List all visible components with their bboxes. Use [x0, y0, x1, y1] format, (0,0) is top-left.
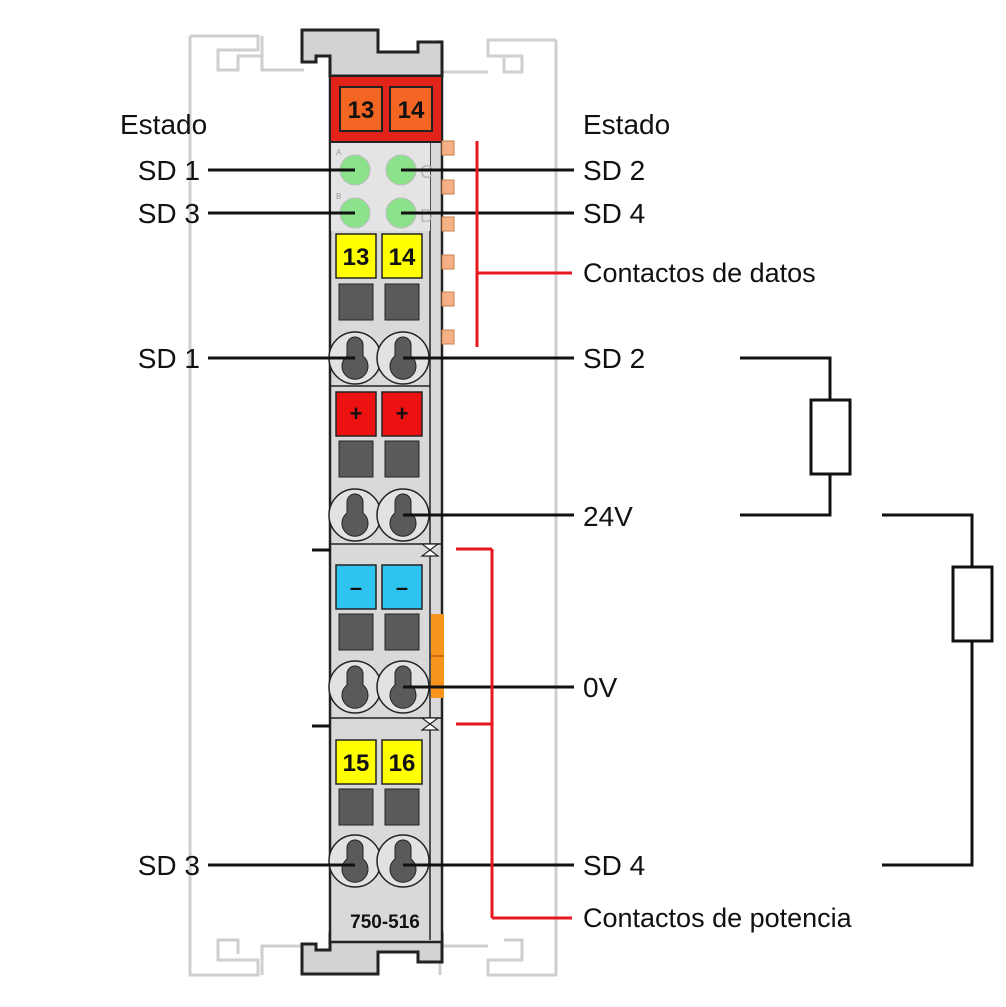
clamp-row3: [328, 660, 430, 714]
slot4-marker-left: [335, 739, 377, 785]
data-contacts-label: Contactos de datos: [583, 258, 816, 288]
led-label-sd4: SD 4: [583, 198, 645, 229]
plus-marker-left: [335, 391, 377, 437]
load-schematic-lower: [882, 513, 994, 867]
plus-marker-right: [381, 391, 423, 437]
top-marker-left: [339, 86, 383, 132]
data-contacts-bracket: [475, 141, 572, 347]
power-contacts-bracket: [456, 547, 572, 920]
data-contact-tabs: [441, 140, 455, 345]
end-clip-top: [300, 28, 444, 78]
clamp-label-sd1: SD 1: [138, 343, 200, 374]
slot4-right-label: 16: [389, 750, 416, 777]
clamp-label-0v: 0V: [583, 672, 618, 703]
clamp-row4: [328, 834, 430, 888]
leader-lines: [208, 168, 574, 867]
minus-left-label: –: [350, 575, 362, 600]
status-label-right: Estado: [583, 109, 670, 140]
load-schematic-upper: [740, 356, 852, 517]
top-marker-left-label: 13: [348, 97, 375, 124]
plus-left-label: +: [350, 401, 363, 426]
led-letter-c: C: [420, 162, 433, 182]
model-number: 750-516: [350, 912, 420, 933]
status-label-left: Estado: [120, 109, 207, 140]
clamp-label-24v: 24V: [583, 501, 633, 532]
slot1-left-label: 13: [343, 244, 370, 271]
power-jumper-symbol-bottom: [420, 717, 440, 731]
led-label-sd1: SD 1: [138, 155, 200, 186]
slot1-right-label: 14: [389, 244, 416, 271]
power-contacts-label: Contactos de potencia: [583, 903, 853, 933]
plus-right-label: +: [396, 401, 409, 426]
slot3-release-right: [384, 613, 420, 651]
slot4-release-left: [338, 788, 374, 826]
led-letter-d: D: [420, 206, 433, 226]
slot1-release-right: [384, 283, 420, 321]
clamp-label-sd4: SD 4: [583, 850, 645, 881]
slot1-marker-right: [381, 233, 423, 279]
clamp-label-sd3: SD 3: [138, 850, 200, 881]
led-label-sd2: SD 2: [583, 155, 645, 186]
slot2-release-left: [338, 440, 374, 478]
minus-right-label: –: [396, 575, 408, 600]
clamp-label-sd2: SD 2: [583, 343, 645, 374]
slot1-release-left: [338, 283, 374, 321]
minus-marker-right: [381, 564, 423, 610]
top-marker-right-label: 14: [398, 97, 425, 124]
power-jumper-symbol-top: [420, 543, 440, 557]
led-letter-a: A: [336, 148, 342, 157]
slot4-release-right: [384, 788, 420, 826]
slot1-marker-left: [335, 233, 377, 279]
slot2-release-right: [384, 440, 420, 478]
led-label-sd3: SD 3: [138, 198, 200, 229]
slot3-release-left: [338, 613, 374, 651]
minus-marker-left: [335, 564, 377, 610]
led-letter-b: B: [336, 192, 341, 201]
top-marker-right: [389, 86, 433, 132]
slot4-marker-right: [381, 739, 423, 785]
slot4-left-label: 15: [343, 750, 370, 777]
